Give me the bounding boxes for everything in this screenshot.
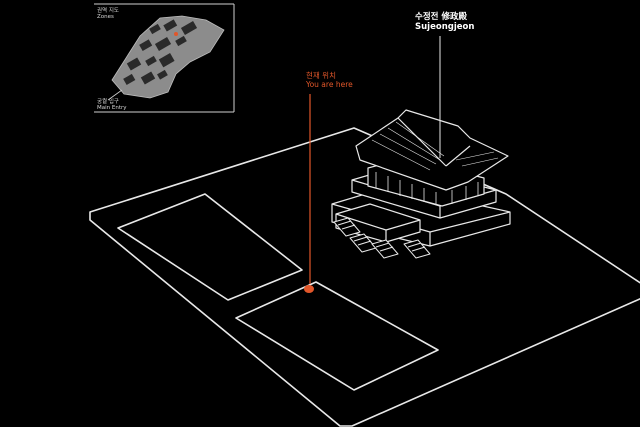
front-courtyard-plot bbox=[235, 281, 439, 391]
inset-entry-label-ko: 궁궐 입구 bbox=[97, 99, 119, 105]
site-plan bbox=[89, 127, 640, 427]
inset-zones-label-en: Zones bbox=[97, 14, 114, 21]
sujeongjeon-building bbox=[331, 109, 511, 259]
building-name-hanja: 修政殿 bbox=[441, 12, 467, 22]
inset-zone-blocks bbox=[123, 19, 198, 85]
inset-entry-arrow bbox=[107, 89, 123, 101]
you-are-here-label-en: You are here bbox=[306, 79, 353, 89]
inset-entry-label-en: Main Entry bbox=[97, 105, 127, 112]
inset-current-location-dot bbox=[174, 32, 178, 36]
you-are-here-label-ko: 현재 위치 bbox=[306, 71, 336, 80]
inset-zones-label-ko: 권역 지도 bbox=[97, 8, 119, 14]
roof bbox=[355, 109, 509, 191]
left-courtyard-plot bbox=[117, 193, 303, 301]
building-name-ko: 수정전 bbox=[415, 12, 439, 22]
building-name-en: Sujeongjeon bbox=[415, 21, 475, 32]
ground-boundary bbox=[89, 127, 640, 427]
inset-map bbox=[94, 3, 235, 113]
you-are-here-marker bbox=[304, 285, 314, 293]
stairs bbox=[333, 217, 431, 259]
